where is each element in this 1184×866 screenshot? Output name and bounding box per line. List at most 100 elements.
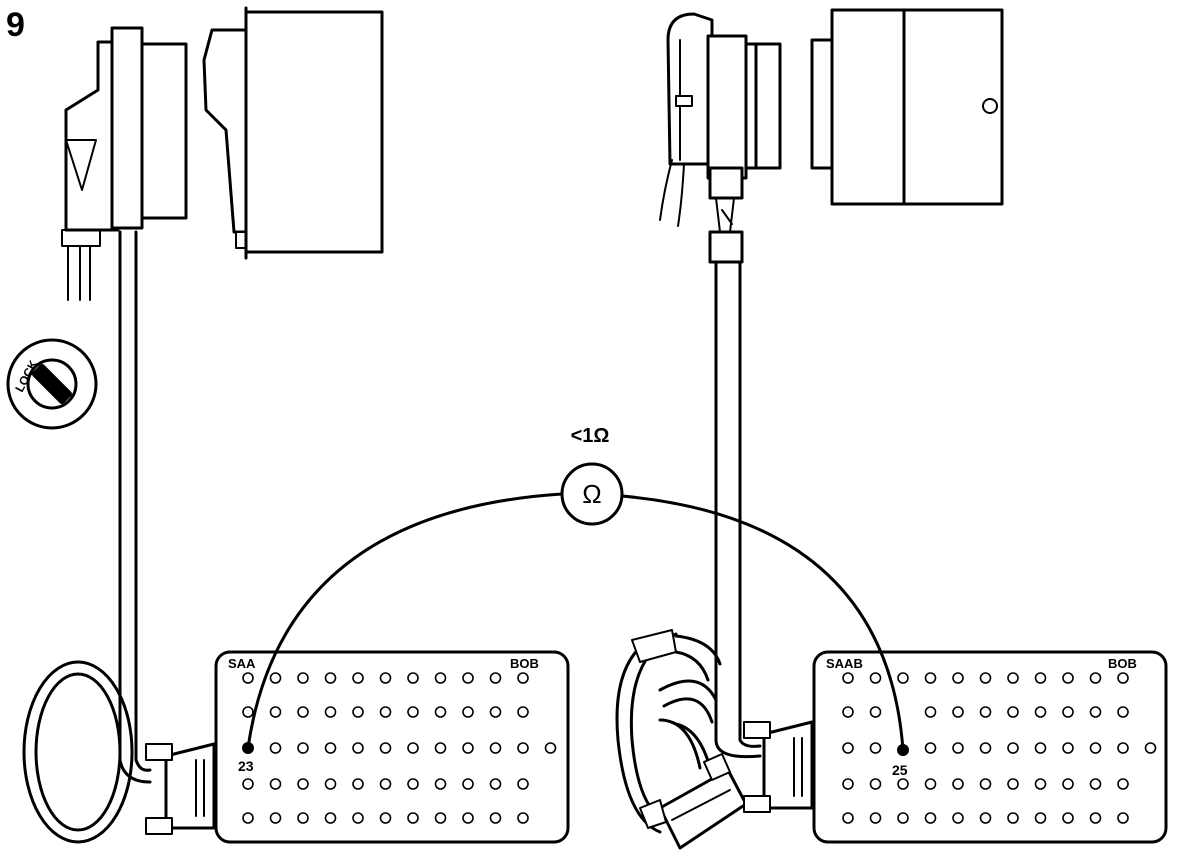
socket-hole: [1034, 742, 1047, 754]
ohmmeter-icon: Ω: [560, 462, 624, 526]
socket-hole: [407, 742, 419, 754]
socket-hole: [1034, 778, 1047, 790]
socket-hole: [979, 672, 992, 684]
socket-hole: [924, 672, 937, 684]
socket-hole: [462, 812, 474, 824]
socket-hole: [1007, 812, 1019, 824]
socket-hole: [952, 672, 964, 684]
socket-hole: [324, 706, 337, 718]
socket-hole: [1062, 742, 1074, 754]
socket-hole: [352, 812, 364, 824]
socket-hole: [869, 706, 882, 718]
socket-hole: [869, 778, 882, 790]
socket-hole: [842, 672, 854, 684]
socket-hole: [1062, 812, 1074, 824]
socket-hole: [379, 672, 392, 684]
left-box-brand: SAA: [228, 656, 256, 671]
right-cable: [615, 260, 762, 834]
ohmmeter-symbol: Ω: [582, 479, 601, 509]
socket-hole: [869, 742, 882, 754]
socket-hole: [517, 778, 529, 790]
socket-hole: [924, 812, 937, 824]
socket-hole: [242, 706, 254, 718]
socket-hole: [924, 778, 937, 790]
left-cable: [22, 230, 152, 844]
socket-hole: [434, 742, 447, 754]
socket-hole: [842, 742, 854, 754]
left-dsub-connector: [145, 742, 216, 835]
socket-hole: [544, 742, 557, 754]
left-box-model: BOB: [510, 656, 539, 671]
socket-hole: [1117, 706, 1129, 718]
ohmmeter-test-leads: [246, 492, 905, 752]
socket-hole: [842, 778, 854, 790]
socket-hole: [1007, 672, 1019, 684]
socket-hole: [869, 672, 882, 684]
socket-hole: [297, 706, 309, 718]
socket-hole: [897, 672, 909, 684]
socket-hole: [924, 742, 937, 754]
socket-hole: [842, 812, 854, 824]
socket-hole: [1007, 742, 1019, 754]
socket-hole: [869, 812, 882, 824]
socket-hole: [1089, 672, 1102, 684]
right-control-unit: [659, 8, 1004, 264]
socket-hole: [979, 706, 992, 718]
measurement-label: <1Ω: [571, 425, 610, 447]
socket-hole: [297, 812, 309, 824]
socket-hole: [952, 706, 964, 718]
socket-hole: [952, 742, 964, 754]
socket-hole: [462, 778, 474, 790]
socket-hole: [379, 812, 392, 824]
socket-hole: [324, 742, 337, 754]
socket-hole: [1034, 706, 1047, 718]
socket-hole: [517, 672, 529, 684]
socket-hole: [434, 778, 447, 790]
socket-hole: [1034, 812, 1047, 824]
socket-hole: [517, 812, 529, 824]
socket-hole: [924, 706, 937, 718]
socket-hole: [1062, 672, 1074, 684]
socket-hole: [1117, 672, 1129, 684]
socket-hole: [352, 742, 364, 754]
socket-hole: [1007, 706, 1019, 718]
socket-hole: [489, 742, 502, 754]
socket-hole: [407, 778, 419, 790]
right-breakout-box: SAAB BOB 25: [812, 650, 1168, 844]
ignition-lock-icon: LOCK: [6, 338, 98, 430]
socket-hole: [352, 706, 364, 718]
socket-hole: [979, 778, 992, 790]
socket-hole: [1117, 812, 1129, 824]
socket-hole: [324, 672, 337, 684]
socket-hole: [297, 778, 309, 790]
socket-hole: [269, 742, 282, 754]
socket-hole: [434, 706, 447, 718]
socket-hole: [297, 742, 309, 754]
socket-hole: [489, 778, 502, 790]
socket-hole: [1034, 672, 1047, 684]
socket-hole: [407, 706, 419, 718]
socket-hole: [242, 812, 254, 824]
socket-hole: [1089, 706, 1102, 718]
left-control-unit: [61, 6, 384, 301]
socket-hole: [489, 672, 502, 684]
right-box-model: BOB: [1108, 656, 1137, 671]
socket-hole: [842, 706, 854, 718]
socket-hole: [1089, 742, 1102, 754]
socket-hole: [897, 778, 909, 790]
socket-hole: [1062, 778, 1074, 790]
socket-hole: [979, 812, 992, 824]
right-pin-label: 25: [892, 762, 908, 778]
socket-hole: [979, 742, 992, 754]
socket-hole: [379, 706, 392, 718]
socket-hole: [407, 812, 419, 824]
socket-hole: [1007, 778, 1019, 790]
socket-hole: [489, 812, 502, 824]
socket-hole: [1117, 778, 1129, 790]
right-dsub-connector: [743, 720, 814, 813]
socket-hole: [352, 672, 364, 684]
socket-hole: [952, 812, 964, 824]
socket-hole: [434, 812, 447, 824]
socket-hole: [517, 706, 529, 718]
